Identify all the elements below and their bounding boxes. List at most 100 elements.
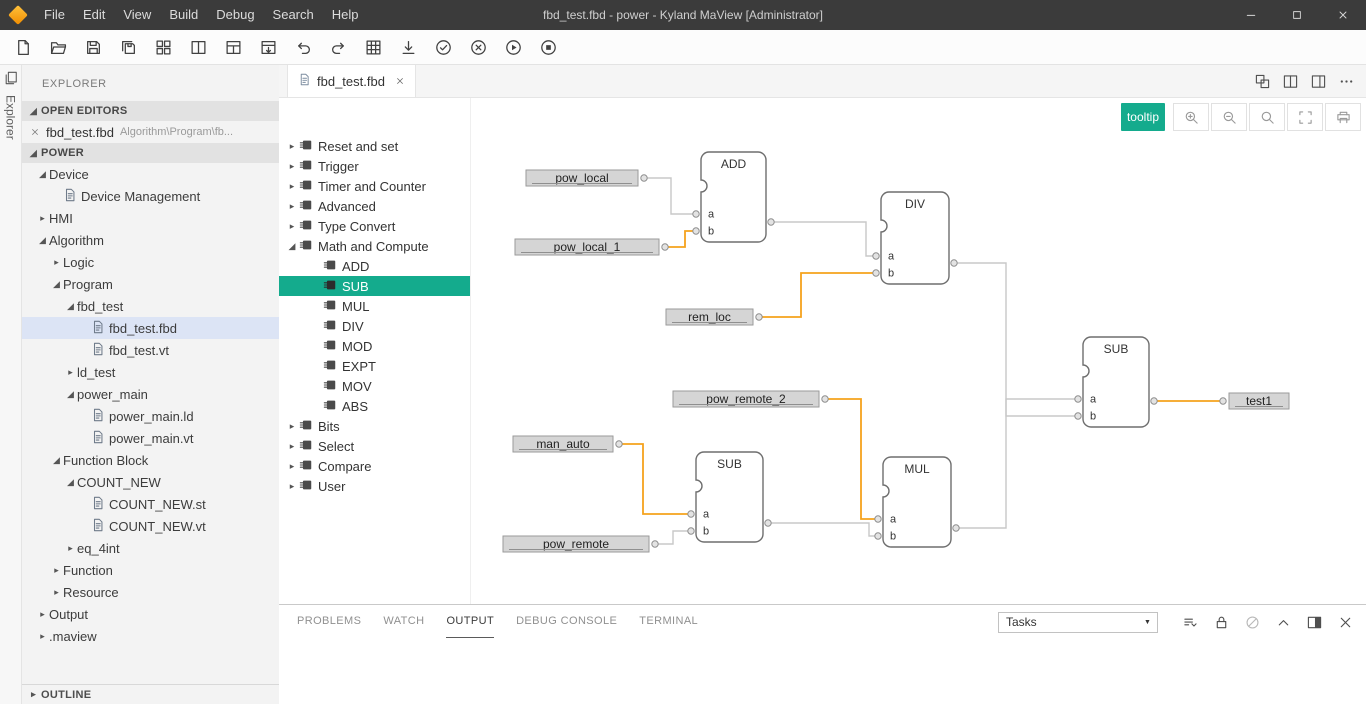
wire-8[interactable]: [655, 530, 691, 545]
explorer-activity-button[interactable]: [4, 71, 18, 90]
wire-6[interactable]: [825, 398, 878, 520]
close-editor-button[interactable]: [27, 127, 43, 137]
palette-group-math-and-compute[interactable]: ◢Math and Compute: [279, 236, 470, 256]
tree-item-fbd-test-vt[interactable]: fbd_test.vt: [22, 339, 279, 361]
tree-item-power-main-vt[interactable]: power_main.vt: [22, 427, 279, 449]
close-button[interactable]: [1320, 0, 1366, 30]
tree-item-output[interactable]: ▸Output: [22, 603, 279, 625]
wire-5[interactable]: [956, 398, 1078, 529]
wire-2[interactable]: [771, 221, 876, 257]
wire-4[interactable]: [954, 262, 1078, 417]
tab-fbd-test[interactable]: fbd_test.fbd: [287, 65, 416, 97]
palette-item-mov[interactable]: MOV: [279, 376, 470, 396]
wire-9[interactable]: [768, 522, 878, 537]
clear-output-button[interactable]: [1239, 610, 1265, 634]
signal-label-test1[interactable]: test1: [1219, 392, 1290, 410]
bottom-tab-debug-console[interactable]: DEBUG CONSOLE: [516, 615, 618, 627]
menu-build[interactable]: Build: [169, 7, 199, 22]
redo-button[interactable]: [323, 33, 353, 61]
maximize-button[interactable]: [1274, 0, 1320, 30]
bottom-tab-output[interactable]: OUTPUT: [446, 605, 495, 638]
menu-help[interactable]: Help: [331, 7, 359, 22]
tree-item-resource[interactable]: ▸Resource: [22, 581, 279, 603]
wire-3[interactable]: [759, 272, 876, 318]
zoom-in-button[interactable]: [1173, 103, 1209, 131]
bottom-tab-terminal[interactable]: TERMINAL: [639, 615, 699, 627]
output-actions-button[interactable]: [1177, 610, 1203, 634]
tree-item-fbd-test-fbd[interactable]: fbd_test.fbd: [22, 317, 279, 339]
signal-label-pow-remote[interactable]: pow_remote: [502, 535, 659, 553]
bottom-tab-watch[interactable]: WATCH: [383, 615, 425, 627]
view-table-button[interactable]: [218, 33, 248, 61]
palette-group-advanced[interactable]: ▸Advanced: [279, 196, 470, 216]
outline-section-header[interactable]: ▸ OUTLINE: [22, 684, 279, 704]
wire-7[interactable]: [619, 443, 691, 515]
panel-layout-button[interactable]: [1301, 610, 1327, 634]
project-section-header[interactable]: ◢ POWER: [22, 143, 279, 163]
scroll-lock-button[interactable]: [1208, 610, 1234, 634]
zoom-reset-button[interactable]: [1249, 103, 1285, 131]
zoom-out-button[interactable]: [1211, 103, 1247, 131]
open-folder-button[interactable]: [43, 33, 73, 61]
view-grid-button[interactable]: [148, 33, 178, 61]
tree-item-eq-4int[interactable]: ▸eq_4int: [22, 537, 279, 559]
wire-1[interactable]: [665, 230, 696, 248]
tree-item-fbd-test[interactable]: ◢fbd_test: [22, 295, 279, 317]
print-button[interactable]: [1325, 103, 1361, 131]
wire-0[interactable]: [644, 177, 696, 215]
undo-button[interactable]: [288, 33, 318, 61]
compare-button[interactable]: [1248, 68, 1276, 94]
palette-item-div[interactable]: DIV: [279, 316, 470, 336]
menu-file[interactable]: File: [44, 7, 65, 22]
signal-label-man-auto[interactable]: man_auto: [512, 435, 623, 453]
palette-group-select[interactable]: ▸Select: [279, 436, 470, 456]
tasks-dropdown[interactable]: Tasks ▼: [998, 611, 1158, 633]
tree-item-maview[interactable]: ▸.maview: [22, 625, 279, 647]
open-editor-item[interactable]: fbd_test.fbd Algorithm\Program\fb...: [22, 121, 279, 143]
menu-search[interactable]: Search: [272, 7, 314, 22]
open-editors-header[interactable]: ◢ OPEN EDITORS: [22, 101, 279, 121]
signal-label-pow-local[interactable]: pow_local: [525, 169, 648, 187]
tree-item-device-management[interactable]: Device Management: [22, 185, 279, 207]
run-button[interactable]: [498, 33, 528, 61]
tree-item-power-main[interactable]: ◢power_main: [22, 383, 279, 405]
validate-button[interactable]: [428, 33, 458, 61]
tree-item-program[interactable]: ◢Program: [22, 273, 279, 295]
palette-item-mod[interactable]: MOD: [279, 336, 470, 356]
close-tab-button[interactable]: [395, 76, 405, 86]
palette-item-mul[interactable]: MUL: [279, 296, 470, 316]
save-button[interactable]: [78, 33, 108, 61]
signal-label-pow-remote-2[interactable]: pow_remote_2: [672, 390, 829, 408]
maximize-panel-button[interactable]: [1270, 610, 1296, 634]
palette-item-abs[interactable]: ABS: [279, 396, 470, 416]
split-editor-button[interactable]: [1276, 68, 1304, 94]
tree-item-function-block[interactable]: ◢Function Block: [22, 449, 279, 471]
palette-group-bits[interactable]: ▸Bits: [279, 416, 470, 436]
palette-group-compare[interactable]: ▸Compare: [279, 456, 470, 476]
tree-item-hmi[interactable]: ▸HMI: [22, 207, 279, 229]
palette-group-user[interactable]: ▸User: [279, 476, 470, 496]
palette-item-add[interactable]: ADD: [279, 256, 470, 276]
menu-edit[interactable]: Edit: [82, 7, 106, 22]
tree-item-count-new[interactable]: ◢COUNT_NEW: [22, 471, 279, 493]
close-panel-button[interactable]: [1332, 610, 1358, 634]
signal-label-pow-local-1[interactable]: pow_local_1: [514, 238, 669, 256]
palette-group-timer-and-counter[interactable]: ▸Timer and Counter: [279, 176, 470, 196]
cancel-button[interactable]: [463, 33, 493, 61]
tree-item-count-new-vt[interactable]: COUNT_NEW.vt: [22, 515, 279, 537]
tree-item-device[interactable]: ◢Device: [22, 163, 279, 185]
build-grid-button[interactable]: [358, 33, 388, 61]
tree-item-function[interactable]: ▸Function: [22, 559, 279, 581]
layout-button[interactable]: [1304, 68, 1332, 94]
menu-debug[interactable]: Debug: [216, 7, 255, 22]
more-actions-button[interactable]: [1332, 68, 1360, 94]
view-export-button[interactable]: [253, 33, 283, 61]
palette-item-expt[interactable]: EXPT: [279, 356, 470, 376]
tree-item-logic[interactable]: ▸Logic: [22, 251, 279, 273]
palette-group-type-convert[interactable]: ▸Type Convert: [279, 216, 470, 236]
minimize-button[interactable]: [1228, 0, 1274, 30]
